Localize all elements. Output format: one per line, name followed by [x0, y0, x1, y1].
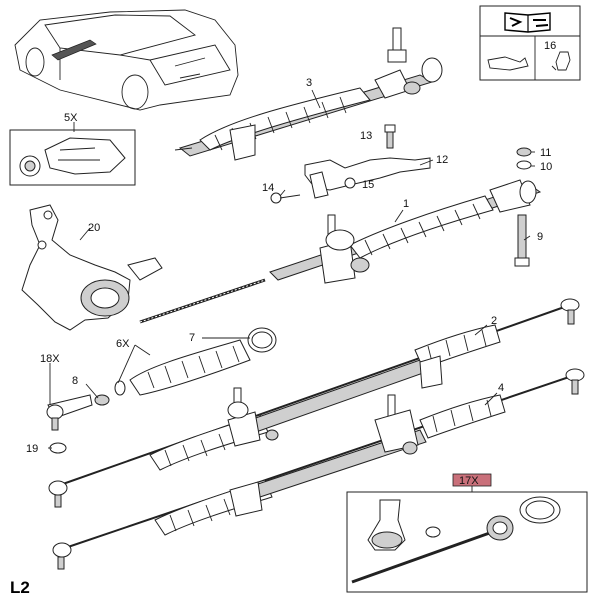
steering-rack-2: [48, 298, 580, 508]
callout-14: 14: [262, 182, 274, 194]
callout-11: 11: [540, 147, 551, 159]
service-info-box: [479, 5, 581, 81]
callout-12: 12: [436, 154, 448, 166]
callout-2: 2: [491, 315, 497, 327]
tie-rod-end-18x: [46, 394, 93, 431]
page-code: L2: [10, 578, 30, 597]
kit-inset-17x: [346, 473, 588, 593]
grease-icon: [551, 51, 571, 71]
threaded-rod: [139, 278, 266, 324]
callout-3: 3: [306, 77, 312, 89]
clamp-6x: [114, 380, 126, 396]
callout-7: 7: [189, 332, 195, 344]
callout-15: 15: [362, 179, 374, 191]
callout-1: 1: [403, 198, 409, 210]
service-manual-icon: [504, 12, 551, 33]
callout-5x: 5X: [64, 112, 78, 124]
steering-rack-1: [269, 179, 542, 284]
clamp-7: [247, 327, 277, 353]
bolt-9: [514, 214, 530, 267]
callout-16: 16: [544, 40, 556, 52]
bracket-12: [304, 157, 431, 199]
callout-10: 10: [540, 161, 552, 173]
leader-lines: [48, 89, 535, 449]
boot-inset: [9, 129, 136, 186]
steering-knuckle: [21, 204, 163, 331]
callout-4: 4: [498, 382, 504, 394]
callout-9: 9: [537, 231, 543, 243]
car-location-icon: [14, 9, 239, 111]
boot-6x: [129, 339, 251, 396]
callout-13: 13: [360, 130, 372, 142]
nut-8: [94, 394, 110, 406]
callout-8: 8: [72, 375, 78, 387]
nut-19: [49, 442, 67, 454]
bolt-14: [270, 192, 301, 204]
callout-6x: 6X: [116, 338, 130, 350]
callout-labels: 3 5X 13 11 12 10 15 14 1 20 9 2 7 6X 18X…: [10, 40, 556, 597]
callout-19: 19: [26, 443, 38, 455]
steering-rack-4: [52, 368, 585, 570]
steering-rack-3: [174, 27, 443, 161]
callout-20: 20: [88, 222, 100, 234]
callout-17x: 17X: [459, 475, 479, 487]
callout-18x: 18X: [40, 353, 60, 365]
nut-10-11: [516, 147, 532, 170]
bolt-13: [384, 124, 396, 149]
